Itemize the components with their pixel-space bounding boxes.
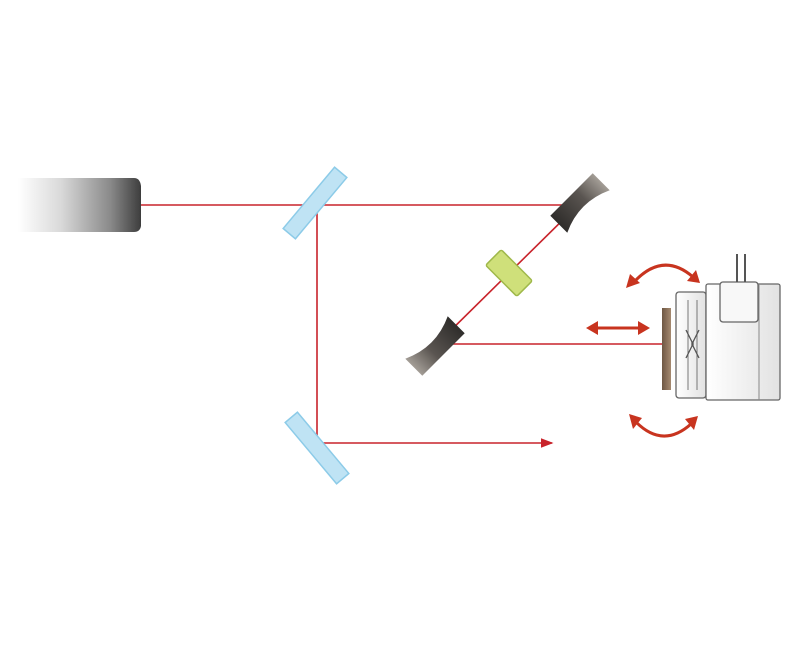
- beam-splitter-top: [282, 166, 348, 240]
- laser-beams: [140, 204, 664, 448]
- sample-plate: [662, 308, 671, 390]
- curved-mirror-left: [405, 316, 465, 376]
- laser-source: [18, 178, 141, 232]
- mount-block: [675, 291, 707, 399]
- translation-arrow: [586, 321, 650, 335]
- mount-cap: [719, 281, 759, 323]
- crystal: [485, 249, 533, 297]
- rotation-arrow-bottom: [629, 414, 698, 438]
- curved-mirror-right: [550, 173, 610, 233]
- beam-splitter-bottom: [284, 411, 350, 485]
- rotation-arrow-top: [626, 263, 700, 288]
- sample-holder: [662, 254, 781, 401]
